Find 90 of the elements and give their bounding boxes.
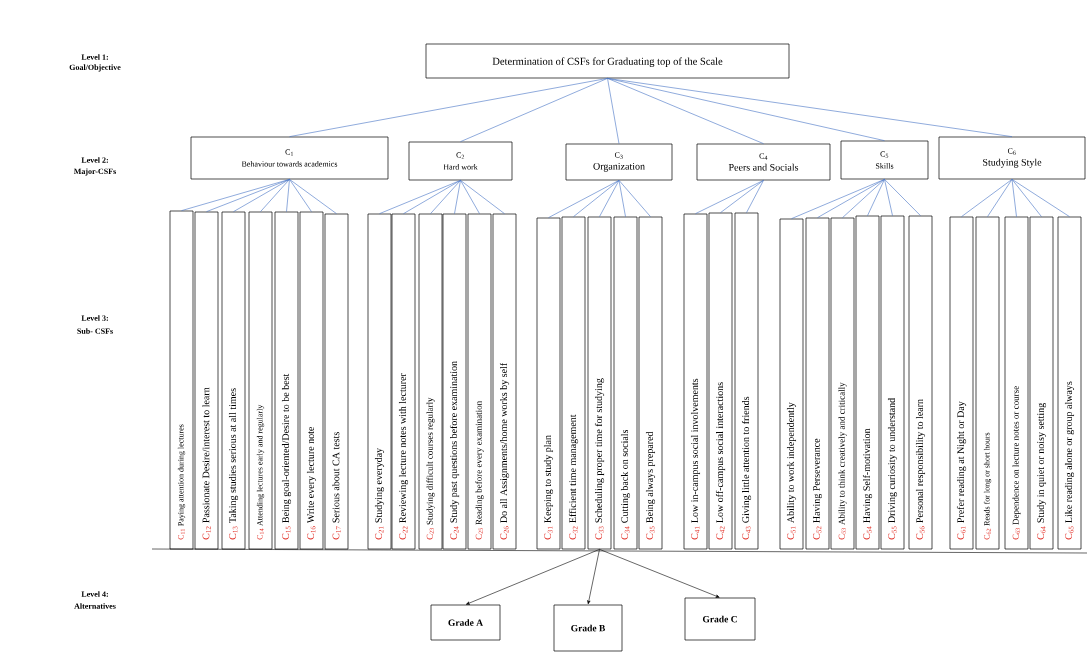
connector-line xyxy=(548,180,620,218)
connector-line xyxy=(842,179,885,218)
sub-csf-box: C$_{15}$ Being goal-oriented/Desire to be best xyxy=(274,211,299,550)
level-label: Level 4: xyxy=(81,591,108,597)
criterion-box: C$_{5}$ Skills xyxy=(840,140,929,180)
sub-csf-box: C$_{64}$ Study in quiet or noisy setting xyxy=(1029,216,1054,550)
connector-line xyxy=(286,179,290,212)
sub-csf-box: C$_{61}$ Prefer reading at Night or Day xyxy=(949,216,974,550)
goal-box: Determination of CSFs for Graduating top of the Scale xyxy=(425,43,790,79)
connector-line xyxy=(599,180,620,217)
connector-line xyxy=(379,180,461,214)
sub-csf-box: C$_{32}$ Efficient time management xyxy=(561,216,586,550)
connector-line xyxy=(607,78,885,141)
connector-line xyxy=(791,179,885,219)
criterion-box: C$_{4}$ Peers and Socials xyxy=(696,143,831,181)
connector-line xyxy=(1011,179,1070,217)
connector-line xyxy=(884,179,921,216)
sub-csf-box: C$_{56}$ Personal responsibility to learn xyxy=(908,215,933,550)
sub-csf-box: C$_{21}$ Studying everyday xyxy=(367,213,392,550)
level-label: Level 1: xyxy=(81,54,108,60)
criterion-box: C$_{2}$ Hard work xyxy=(408,141,513,181)
alternative-box: Grade B xyxy=(553,604,623,652)
sub-csf-box: C$_{26}$ Do all Assignments/home works by self xyxy=(492,213,517,550)
criterion-box: C$_{1}$ Behaviour towards academics xyxy=(190,136,389,180)
level-name: Alternatives xyxy=(74,603,116,609)
sub-csf-box: C$_{31}$ Keeping to study plan xyxy=(536,217,561,550)
connector-line xyxy=(430,180,461,214)
sub-csf-box: C$_{35}$ Being always prepared xyxy=(638,216,663,550)
connector-line xyxy=(884,179,893,216)
connector-line xyxy=(289,179,337,214)
sub-csf-box: C$_{11}$ Paying attention during lectures xyxy=(169,210,194,550)
sub-csf-box: C$_{33}$ Scheduling proper time for studying xyxy=(587,216,612,550)
connector-line xyxy=(454,180,461,214)
connector-line xyxy=(260,179,290,212)
sub-csf-box: C$_{41}$ Low in-campus social involvements xyxy=(683,213,708,550)
connector-line xyxy=(817,179,885,218)
connector-line xyxy=(206,179,290,212)
connector-line xyxy=(618,180,651,217)
connector-line xyxy=(289,78,608,137)
sub-csf-box: C$_{43}$ Giving little attention to friends xyxy=(734,212,759,550)
connector-line xyxy=(607,78,620,144)
level-label: Level 3: xyxy=(81,315,108,321)
connector-line xyxy=(587,549,600,605)
sub-csf-box: C$_{55}$ Driving curiosity to understand xyxy=(880,215,905,550)
sub-csf-box: C$_{24}$ Study past questions before examination xyxy=(442,213,467,550)
alternative-box: Grade C xyxy=(684,597,756,641)
sub-csf-box: C$_{23}$ Studying difficult courses regularly xyxy=(418,213,443,550)
sub-csf-box: C$_{54}$ Having Self-motivation xyxy=(855,215,880,550)
sub-csf-box: C$_{63}$ Dependence on lecture notes or course xyxy=(1004,216,1029,550)
connector-line xyxy=(573,180,620,217)
connector-line xyxy=(987,179,1013,217)
level-label: Level 2: xyxy=(81,157,108,163)
connector-line xyxy=(460,180,505,214)
criterion-box: C$_{3}$ Organization xyxy=(565,143,673,181)
connector-line xyxy=(746,180,764,213)
connector-line xyxy=(289,179,312,212)
sub-csf-box: C$_{13}$ Taking studies serious at all times xyxy=(221,211,246,550)
connector-line xyxy=(460,180,480,214)
connector-line xyxy=(599,549,720,598)
sub-csf-box: C$_{25}$ Reading before every examination xyxy=(467,213,492,550)
sub-csf-box: C$_{22}$ Reviewing lecture notes with lecturer xyxy=(391,213,416,550)
connector-line xyxy=(403,180,461,214)
connector-line xyxy=(607,78,764,144)
sub-csf-box: C$_{14}$ Attending lectures early and regularly xyxy=(248,211,273,550)
connector-line xyxy=(618,180,626,217)
sub-csf-box: C$_{42}$ Low off-campus social interactions xyxy=(708,212,733,550)
sub-csf-box: C$_{52}$ Having Perseverance xyxy=(805,217,830,550)
sub-csf-box: C$_{16}$ Write every lecture note xyxy=(299,211,324,550)
connector-line xyxy=(607,78,1013,137)
level-name: Major-CSFs xyxy=(73,168,116,176)
connector-line xyxy=(1011,179,1017,217)
sub-csf-box: C$_{34}$ Cutting back on socials xyxy=(613,216,638,550)
connector-line xyxy=(460,78,608,142)
connector-line xyxy=(695,180,764,214)
sub-csf-box: C$_{12}$ Passionate Desire/interest to learn xyxy=(194,211,219,550)
connector-line xyxy=(1011,179,1042,217)
connector-line xyxy=(233,179,290,212)
connector-line xyxy=(961,179,1013,217)
connector-line xyxy=(867,179,885,216)
sub-csf-box: C$_{51}$ Ability to work independently xyxy=(779,218,804,550)
sub-csf-box: C$_{65}$ Like reading alone or group always xyxy=(1057,216,1082,550)
sub-csf-box: C$_{62}$ Reads for long or short hours xyxy=(975,216,1000,550)
level-name: Goal/Objective xyxy=(69,64,121,72)
criterion-box: C$_{6}$ Studying Style xyxy=(938,136,1086,180)
sub-csf-box: C$_{17}$ Serious about CA tests xyxy=(324,213,349,550)
level-name: Sub- CSFs xyxy=(77,328,113,334)
connector-line xyxy=(465,549,600,605)
alternative-box: Grade A xyxy=(430,604,501,641)
sub-csf-box: C$_{53}$ Ability to think creatively and critically xyxy=(830,217,855,550)
connector-line xyxy=(720,180,764,213)
